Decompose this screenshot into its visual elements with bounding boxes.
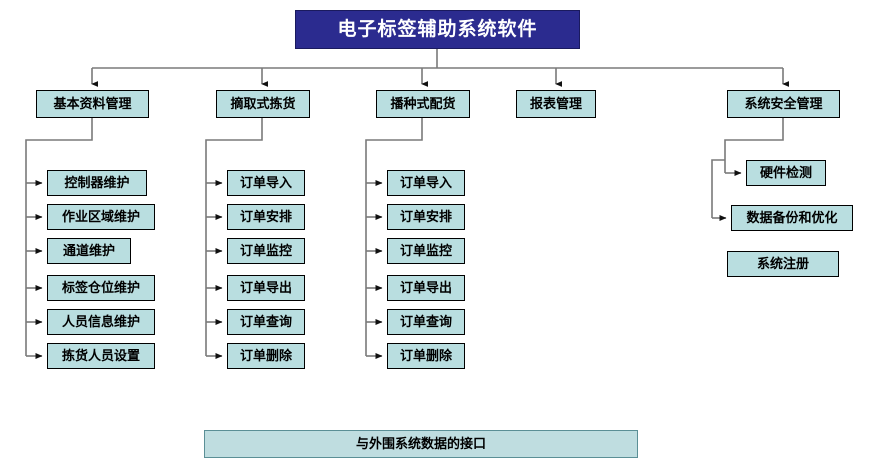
leaf-label: 订单查询 — [399, 314, 452, 330]
leaf-node-tag-location-maintenance[interactable]: 标签仓位维护 — [47, 275, 155, 301]
leaf-node-work-area-maintenance[interactable]: 作业区域维护 — [47, 204, 155, 230]
leaf-node-order-export-b[interactable]: 订单导出 — [387, 275, 465, 301]
footer-label: 与外围系统数据的接口 — [355, 436, 486, 452]
branch-label: 系统安全管理 — [744, 96, 823, 112]
leaf-node-order-schedule-b[interactable]: 订单安排 — [387, 204, 465, 230]
leaf-label: 订单安排 — [239, 209, 292, 225]
leaf-label: 人员信息维护 — [61, 314, 140, 330]
branch-label: 基本资料管理 — [53, 96, 132, 112]
leaf-label: 订单删除 — [399, 348, 452, 364]
leaf-label: 通道维护 — [62, 243, 115, 259]
leaf-label: 订单删除 — [239, 348, 292, 364]
leaf-label: 拣货人员设置 — [61, 348, 140, 364]
leaf-node-picker-settings[interactable]: 拣货人员设置 — [47, 343, 155, 369]
leaf-node-order-query-a[interactable]: 订单查询 — [227, 309, 305, 335]
leaf-label: 订单导出 — [239, 280, 292, 296]
branch-node-basic-data[interactable]: 基本资料管理 — [36, 90, 149, 118]
root-node-title: 电子标签辅助系统软件 — [295, 10, 580, 49]
branch-node-pick-by-line[interactable]: 播种式配货 — [376, 90, 470, 118]
footer-node-external-interface[interactable]: 与外围系统数据的接口 — [204, 430, 638, 458]
leaf-node-system-registration[interactable]: 系统注册 — [727, 251, 839, 277]
leaf-node-order-schedule-a[interactable]: 订单安排 — [227, 204, 305, 230]
branch-label: 报表管理 — [529, 96, 582, 112]
branch-node-reports[interactable]: 报表管理 — [516, 90, 596, 118]
leaf-node-controller-maintenance[interactable]: 控制器维护 — [47, 170, 147, 196]
branch-label: 播种式配货 — [390, 96, 456, 112]
leaf-node-aisle-maintenance[interactable]: 通道维护 — [47, 238, 131, 264]
branch-label: 摘取式拣货 — [230, 96, 296, 112]
leaf-label: 订单监控 — [399, 243, 452, 259]
leaf-label: 系统注册 — [756, 256, 809, 272]
leaf-node-order-delete-a[interactable]: 订单删除 — [227, 343, 305, 369]
leaf-label: 控制器维护 — [64, 175, 130, 191]
leaf-label: 标签仓位维护 — [61, 280, 140, 296]
leaf-node-order-monitor-a[interactable]: 订单监控 — [227, 238, 305, 264]
leaf-label: 作业区域维护 — [61, 209, 140, 225]
leaf-node-order-monitor-b[interactable]: 订单监控 — [387, 238, 465, 264]
leaf-label: 订单导入 — [399, 175, 452, 191]
root-node-label: 电子标签辅助系统软件 — [337, 18, 538, 40]
leaf-node-order-delete-b[interactable]: 订单删除 — [387, 343, 465, 369]
leaf-label: 数据备份和优化 — [746, 210, 838, 226]
leaf-label: 订单监控 — [239, 243, 292, 259]
leaf-label: 订单导出 — [399, 280, 452, 296]
leaf-label: 订单导入 — [239, 175, 292, 191]
leaf-node-personnel-info-maintenance[interactable]: 人员信息维护 — [47, 309, 155, 335]
leaf-node-order-export-a[interactable]: 订单导出 — [227, 275, 305, 301]
leaf-node-hardware-check[interactable]: 硬件检测 — [746, 160, 826, 186]
branch-node-security[interactable]: 系统安全管理 — [727, 90, 840, 118]
leaf-label: 硬件检测 — [759, 165, 812, 181]
branch-node-pick-by-order[interactable]: 摘取式拣货 — [216, 90, 310, 118]
leaf-label: 订单安排 — [399, 209, 452, 225]
leaf-node-order-import-b[interactable]: 订单导入 — [387, 170, 465, 196]
leaf-node-order-query-b[interactable]: 订单查询 — [387, 309, 465, 335]
leaf-label: 订单查询 — [239, 314, 292, 330]
leaf-node-data-backup-optimize[interactable]: 数据备份和优化 — [731, 205, 853, 231]
leaf-node-order-import-a[interactable]: 订单导入 — [227, 170, 305, 196]
